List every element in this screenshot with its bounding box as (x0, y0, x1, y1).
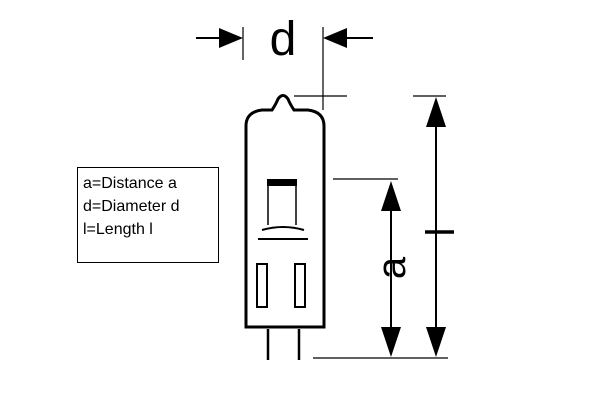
diameter-left-arrowhead (219, 28, 243, 48)
lamp (244, 94, 326, 360)
distance-bottom-arrowhead (381, 327, 401, 357)
length-bottom-arrowhead (426, 327, 446, 357)
diameter-label: d (270, 13, 297, 66)
length-dimension (413, 95, 446, 336)
filament-coil (267, 179, 297, 186)
right-pinch-seal (294, 263, 306, 308)
filament-bridge (261, 226, 305, 231)
length-top-arrowhead (426, 97, 446, 127)
lamp-envelope (244, 94, 326, 329)
left-pinch-seal (256, 263, 268, 308)
legend-length-line: l=Length l (83, 221, 153, 238)
distance-label: a (370, 256, 414, 279)
length-label: l (419, 228, 463, 237)
legend-box: a=Distance a d=Diameter d l=Length l (77, 167, 219, 263)
legend-diameter-line: d=Diameter d (83, 198, 180, 215)
distance-top-arrowhead (381, 181, 401, 211)
diameter-dimension (196, 27, 373, 110)
legend-distance-line: a=Distance a (83, 175, 177, 192)
diameter-right-arrowhead (323, 28, 347, 48)
distance-dimension (313, 178, 448, 359)
